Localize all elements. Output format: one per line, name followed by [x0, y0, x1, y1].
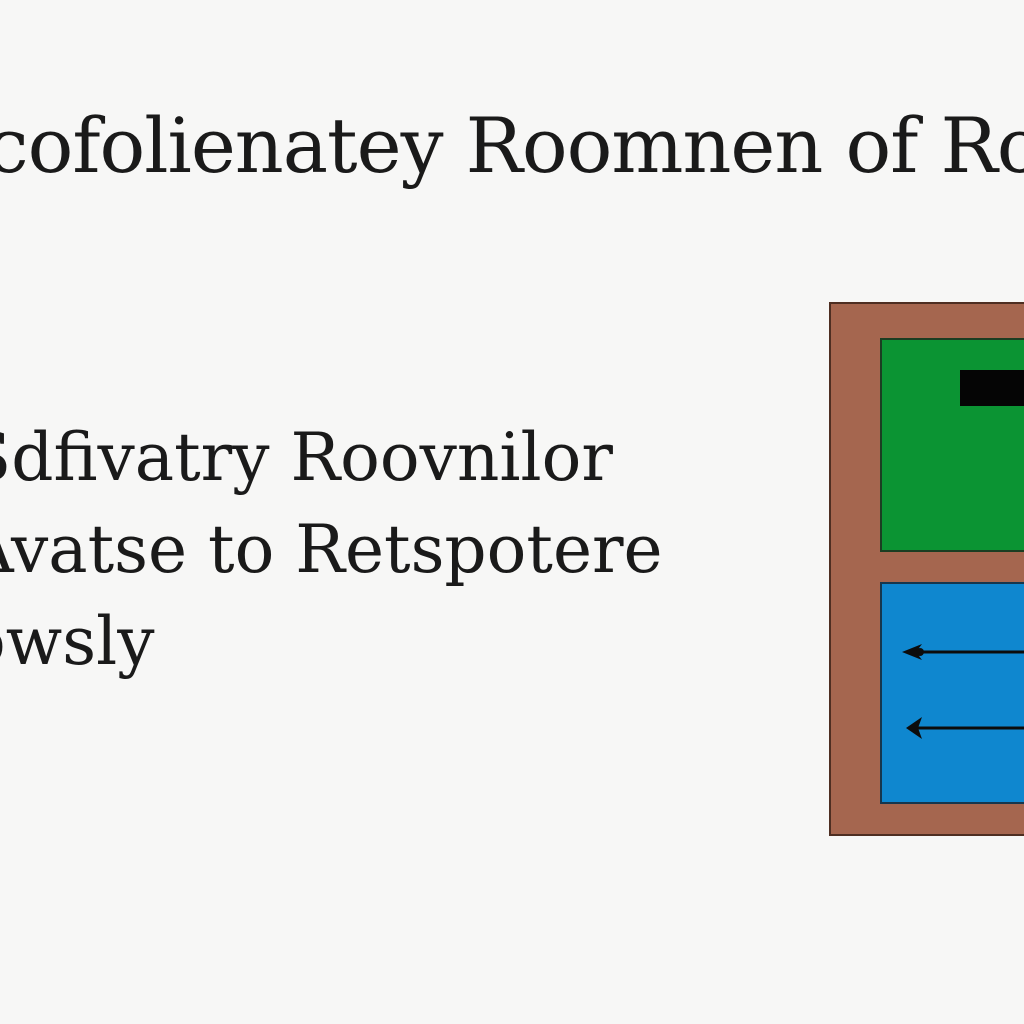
bottom-panel [880, 582, 1024, 804]
top-panel [880, 338, 1024, 552]
body-line-2: Avatse to Retspotere [0, 511, 663, 588]
left-arrow-icon [906, 717, 1024, 739]
slot-bar [960, 370, 1024, 406]
arrows-group [902, 644, 1024, 739]
page-title: cofolienatey Roomnen of Roe [0, 101, 1024, 190]
cabinet-illustration [829, 302, 1024, 836]
left-arrow-icon [902, 644, 1024, 660]
body-line-3: owsly [0, 603, 155, 680]
body-line-1: Sdfivatry Roovnilor [0, 419, 613, 496]
body-text: Sdfivatry Roovnilor Avatse to Retspotere… [0, 412, 686, 688]
